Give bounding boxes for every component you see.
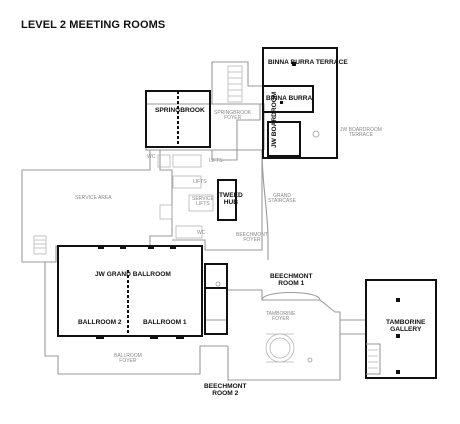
jw-boardroom-terrace-line1: JW BOARDROOM: [340, 127, 382, 133]
ballroom-foyer-line1: BALLROOM: [114, 353, 142, 359]
area-jw-boardroom-terrace: JW BOARDROOM TERRACE: [340, 127, 382, 139]
area-grand-staircase: GRAND STAIRCASE: [268, 193, 296, 205]
binna-burra-terrace-outline: [262, 47, 338, 159]
room-binna-burra[interactable]: BINNA BURRA: [266, 95, 313, 102]
room-tweed-hub[interactable]: TWEED HUB: [219, 192, 243, 207]
ballroom-foyer-line2: FOYER: [119, 358, 137, 365]
grand-staircase-line2: STAIRCASE: [268, 198, 296, 205]
area-service-lifts: SERVICE LIFTS: [192, 196, 214, 208]
tweed-hub-line1: TWEED: [219, 192, 243, 199]
binna-burra-outline: [263, 85, 314, 113]
beechmont-foyer-line2: FOYER: [243, 237, 261, 244]
beechmont-room-1-line1: BEECHMONT: [270, 273, 313, 280]
area-tamborine-foyer: TAMBORINE FOYER: [266, 311, 296, 323]
grand-staircase-line1: GRAND: [272, 193, 292, 199]
room-beechmont-2[interactable]: BEECHMONT ROOM 2: [204, 383, 247, 398]
area-beechmont-foyer: BEECHMONT FOYER: [236, 232, 268, 244]
room-binna-burra-terrace[interactable]: BINNA BURRA TERRACE: [268, 59, 348, 66]
tamborine-gallery-outline: [365, 279, 437, 379]
beechmont-room-2-outline: [204, 287, 228, 335]
beechmont-room-1-line2: ROOM 1: [278, 279, 305, 287]
room-tamborine-gallery[interactable]: TAMBORINE GALLERY: [386, 319, 426, 334]
beechmont-room-2-line2: ROOM 2: [212, 389, 239, 397]
area-lifts-1: LIFTS: [209, 158, 223, 164]
tweed-hub-outline: [217, 179, 237, 221]
jw-boardroom-outline: [267, 121, 301, 157]
springbrook-foyer-line2: FOYER: [224, 115, 242, 122]
area-ballroom-foyer: BALLROOM FOYER: [114, 353, 142, 365]
tamborine-foyer-line2: FOYER: [272, 316, 290, 323]
page-title: LEVEL 2 MEETING ROOMS: [21, 19, 166, 31]
jw-grand-ballroom-outline: [57, 245, 203, 337]
room-jw-grand-ballroom[interactable]: JW GRAND BALLROOM: [95, 271, 171, 278]
tweed-hub-line2: HUB: [223, 198, 239, 206]
room-outlines: [57, 47, 437, 379]
springbrook-foyer-line1: SPRINGBROOK: [214, 110, 252, 116]
room-beechmont-1[interactable]: BEECHMONT ROOM 1: [270, 273, 313, 288]
tamborine-foyer-line1: TAMBORINE: [266, 311, 296, 317]
tamborine-gallery-line2: GALLERY: [390, 325, 422, 333]
area-wc-south: WC: [197, 230, 206, 236]
building-outline: [21, 61, 366, 381]
beechmont-foyer-line1: BEECHMONT: [236, 232, 268, 238]
tamborine-gallery-line1: TAMBORINE: [386, 319, 426, 326]
service-lifts-line2: LIFTS: [196, 201, 210, 208]
beechmont-room-2-line1: BEECHMONT: [204, 383, 247, 390]
room-ballroom-1[interactable]: BALLROOM 1: [143, 319, 187, 326]
door-markers: [96, 62, 400, 374]
jw-boardroom-terrace-line2: TERRACE: [349, 132, 373, 139]
room-ballroom-2[interactable]: BALLROOM 2: [78, 319, 122, 326]
service-lifts-line1: SERVICE: [192, 196, 214, 202]
area-springbrook-foyer: SPRINGBROOK FOYER: [214, 110, 252, 122]
area-wc-west: WC: [147, 154, 156, 160]
area-lifts-2: LIFTS: [193, 179, 207, 185]
room-springbrook[interactable]: SPRINGBROOK: [155, 107, 205, 114]
area-service: SERVICE AREA: [75, 195, 112, 201]
room-jw-boardroom[interactable]: JW BOARDROOM: [271, 91, 278, 148]
